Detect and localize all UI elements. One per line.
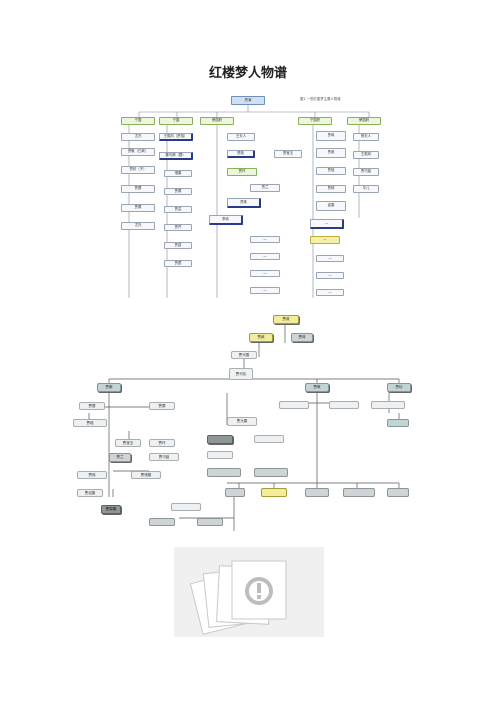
c2-node: 贾蔷 — [164, 188, 192, 195]
c4-node: 贾琏 — [316, 167, 346, 175]
node-branch-5: 荣国府 — [347, 117, 381, 125]
c2-node: 贾赦 — [249, 333, 273, 342]
c2-node: 贾元春 — [227, 417, 257, 426]
c3-node: 王夫人 — [227, 133, 255, 141]
c4b-node: — — [316, 289, 344, 296]
c3-node: 贾兰 — [250, 184, 280, 192]
c2-node: 贾政 — [273, 315, 299, 324]
c4b-node: — — [310, 219, 344, 229]
node-branch-2: 宁国 — [159, 117, 193, 125]
c2-node: 贾敷 — [97, 383, 121, 392]
node-branch-3: 荣国府 — [200, 117, 234, 125]
c2-node — [305, 488, 329, 497]
c3-node: 贾环 — [227, 168, 257, 176]
c2-node: 贾蔷 — [149, 402, 175, 410]
c1-node: 尤氏 — [121, 222, 155, 230]
c2-node — [207, 435, 233, 444]
c3-node: 李纨 — [209, 215, 243, 225]
c2-node: 贾芸 — [164, 206, 192, 213]
c2-node — [225, 488, 245, 497]
c1-node: 尤氏 — [121, 133, 155, 141]
c4-node: 贾母 — [316, 131, 346, 141]
c2-node: 贾敬 — [305, 383, 329, 392]
c2-node: 贾母 — [291, 333, 313, 342]
c2-node: 贾迎春 — [77, 489, 103, 497]
c2-node — [149, 518, 175, 526]
node-branch-1: 宁国 — [121, 117, 155, 125]
c2-node: 秦可卿（蓉） — [159, 152, 193, 160]
c2-node: 贾巧姐 — [149, 453, 179, 461]
c4-node: 迎春 — [316, 201, 346, 211]
c2-node: 贾代善 — [231, 351, 257, 359]
c4b-node: — — [316, 255, 344, 262]
c2-node: 贾代化 — [229, 368, 253, 380]
chart1-caption: 图1 一些红楼梦主要人物谱 — [300, 97, 341, 101]
family-tree-chart-1: 图1 一些红楼梦主要人物谱 贾演 宁国 宁国 荣国府 宁国府 荣国府 尤氏 贾敬… — [119, 88, 383, 298]
c3b-node: — — [250, 236, 280, 243]
c4-node: 贾赦 — [316, 148, 346, 158]
c4-node: 贾琮 — [316, 185, 346, 193]
c2-node: 贾惜春 — [131, 471, 161, 479]
c5-node: 贾巧姐 — [353, 168, 379, 176]
c1-node: 贾敬（已故） — [121, 148, 155, 156]
broken-image-icon — [189, 560, 287, 635]
family-tree-chart-2: 贾政 贾赦 贾母 贾代善 贾代化 贾敷 贾敬 贾珍 贾蓉 贾蔷 贾琏 贾宝玉 贾… — [69, 313, 430, 531]
c2-node — [207, 468, 241, 477]
broken-image-placeholder — [174, 547, 324, 637]
c2-node — [329, 401, 359, 409]
c2-node — [207, 451, 233, 459]
c3-node: 贾珠 — [227, 198, 261, 208]
c2-node: 贾蓉 — [79, 402, 105, 410]
c3-node: 贾政 — [227, 150, 255, 158]
c2-node: 贾琏 — [73, 419, 107, 427]
c2-node — [254, 435, 284, 443]
c2-node: 贾珍 — [387, 383, 411, 392]
page-title: 红楼梦人物谱 — [208, 66, 287, 81]
c5-node: 平儿 — [353, 185, 379, 193]
c3b-node: — — [250, 287, 280, 294]
c2-node — [197, 518, 223, 526]
c2-node: 贾珠 — [77, 471, 107, 479]
c3b-node: — — [250, 270, 280, 277]
c2-node — [387, 419, 409, 427]
c2-node: 贾环 — [149, 439, 175, 447]
c2-node — [343, 488, 375, 497]
c5-node: 邢夫人 — [353, 133, 379, 141]
c2-node: 贾芹 — [164, 224, 192, 231]
c5-node: 王熙凤 — [353, 151, 379, 159]
c2-node: 贾兰 — [109, 453, 131, 462]
c1-node: 贾蓉 — [121, 185, 155, 193]
c1-node: 贾珍（子） — [121, 166, 155, 174]
c2-node — [387, 488, 409, 497]
c4b-node: — — [310, 236, 340, 244]
c2-node — [254, 468, 288, 477]
node-root: 贾演 — [231, 96, 265, 105]
c2-node: 贾探春 — [101, 505, 121, 514]
c2-node: 王熙凤（贾琏） — [159, 133, 193, 141]
c1-node: 贾蔷 — [121, 204, 155, 212]
c4b-node: — — [316, 272, 344, 279]
c3-node: 贾宝玉 — [274, 150, 302, 158]
c2-node — [371, 401, 405, 409]
c2-node: 惜春 — [164, 170, 192, 177]
c2-node: 贾菱 — [164, 260, 192, 267]
c2-node — [171, 503, 201, 511]
c2-node: 贾宝玉 — [115, 439, 141, 447]
c3b-node: — — [250, 253, 280, 260]
c2-node: 贾菖 — [164, 242, 192, 249]
node-branch-4: 宁国府 — [298, 117, 332, 125]
c2-node — [279, 401, 309, 409]
c2-node — [261, 488, 287, 497]
